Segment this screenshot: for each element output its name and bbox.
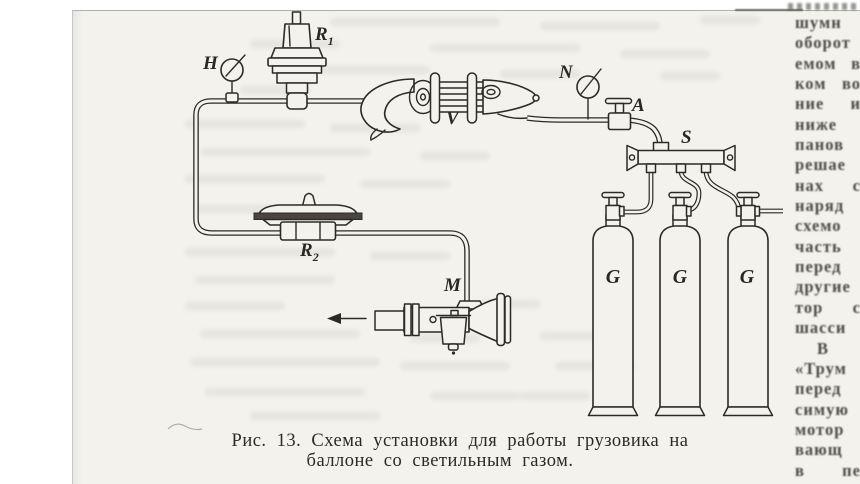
sidebar-text-line: оборот: [795, 33, 851, 53]
regulator-r1-drawing: [267, 11, 327, 110]
bleedthrough-line: [190, 358, 380, 366]
sidebar-text-line: ниже: [795, 114, 838, 134]
pencil-mark: [167, 423, 203, 431]
sidebar-text-line: перед: [795, 257, 842, 277]
bleedthrough-line: [320, 66, 430, 74]
sidebar-text-line: панов: [795, 135, 845, 155]
sidebar-text-line: решае: [795, 155, 847, 175]
label-cylinder-g2: G: [672, 266, 688, 288]
sidebar-text-line: перед: [795, 379, 842, 399]
bleedthrough-line: [185, 120, 305, 128]
sidebar-text-line: схемо: [795, 216, 842, 236]
sidebar-text-line: шумн: [795, 13, 842, 32]
gauge-h-drawing: [220, 54, 246, 103]
bleedthrough-line: [185, 175, 325, 183]
bleedthrough-line: [195, 276, 335, 284]
label-cylinder-g3: G: [739, 266, 755, 288]
bleedthrough-line: [200, 330, 360, 338]
bleedthrough-line: [430, 392, 520, 400]
label-regulator-r1: R1: [315, 24, 334, 48]
bleedthrough-line: [185, 248, 335, 256]
bleedthrough-line: [420, 152, 490, 160]
bleedthrough-line: [660, 72, 720, 80]
manifold-s-drawing: [626, 141, 736, 174]
label-gauge-n: N: [559, 62, 573, 83]
label-regulator-r2: R2: [300, 240, 319, 264]
label-cylinder-g1: G: [605, 266, 621, 288]
bleedthrough-line: [360, 180, 450, 188]
page-header-smudge: [788, 3, 860, 10]
bleedthrough-line: [540, 22, 660, 30]
bleedthrough-line: [700, 16, 760, 24]
bleedthrough-line: [500, 70, 580, 78]
label-mixer-m: M: [444, 275, 461, 296]
bleedthrough-line: [205, 388, 365, 396]
bleedthrough-line: [250, 412, 380, 420]
mixer-m-drawing: [327, 292, 512, 355]
caption-line-1: Рис. 13. Схема установки для работы груз…: [231, 431, 689, 451]
label-vaporizer-v: V: [446, 108, 459, 129]
bleedthrough-line: [430, 44, 580, 52]
sidebar-text-line: «Трум: [795, 358, 847, 378]
bleedthrough-line: [185, 302, 285, 310]
sidebar-text-line: другие: [795, 277, 851, 297]
bleedthrough-line: [400, 362, 510, 370]
bleedthrough-line: [620, 50, 710, 58]
sidebar-text-line: вающ: [795, 440, 843, 460]
gas-cylinders-drawing: [587, 191, 774, 417]
label-gauge-h: H: [203, 53, 218, 74]
label-valve-a: A: [632, 95, 645, 116]
sidebar-text-line: В: [817, 338, 830, 358]
sidebar-text-line: мотор: [795, 419, 845, 439]
figure-caption: Рис. 13. Схема установки для работы груз…: [180, 431, 740, 471]
page-top-edge-mark: [735, 9, 803, 11]
bleedthrough-line: [520, 392, 590, 400]
label-manifold-s: S: [681, 127, 692, 148]
sidebar-text-line: часть: [795, 236, 842, 256]
bleedthrough-line: [240, 86, 310, 94]
bleedthrough-line: [370, 252, 450, 260]
bleedthrough-line: [330, 18, 500, 26]
bleedthrough-line: [195, 205, 275, 213]
pipework: [193, 98, 783, 304]
sidebar-text-line: наряд: [795, 196, 845, 216]
regulator-r2-drawing: [253, 192, 363, 241]
gauge-n-drawing: [576, 68, 602, 120]
bleedthrough-line: [200, 148, 370, 156]
sidebar-text-line: симую: [795, 399, 849, 419]
sidebar-text-line: шасси: [795, 318, 847, 338]
caption-line-2: баллоне со светильным газом.: [306, 451, 574, 471]
valve-a-drawing: [604, 97, 633, 131]
bleedthrough-line: [540, 332, 610, 340]
vaporizer-v-drawing: [360, 72, 540, 141]
